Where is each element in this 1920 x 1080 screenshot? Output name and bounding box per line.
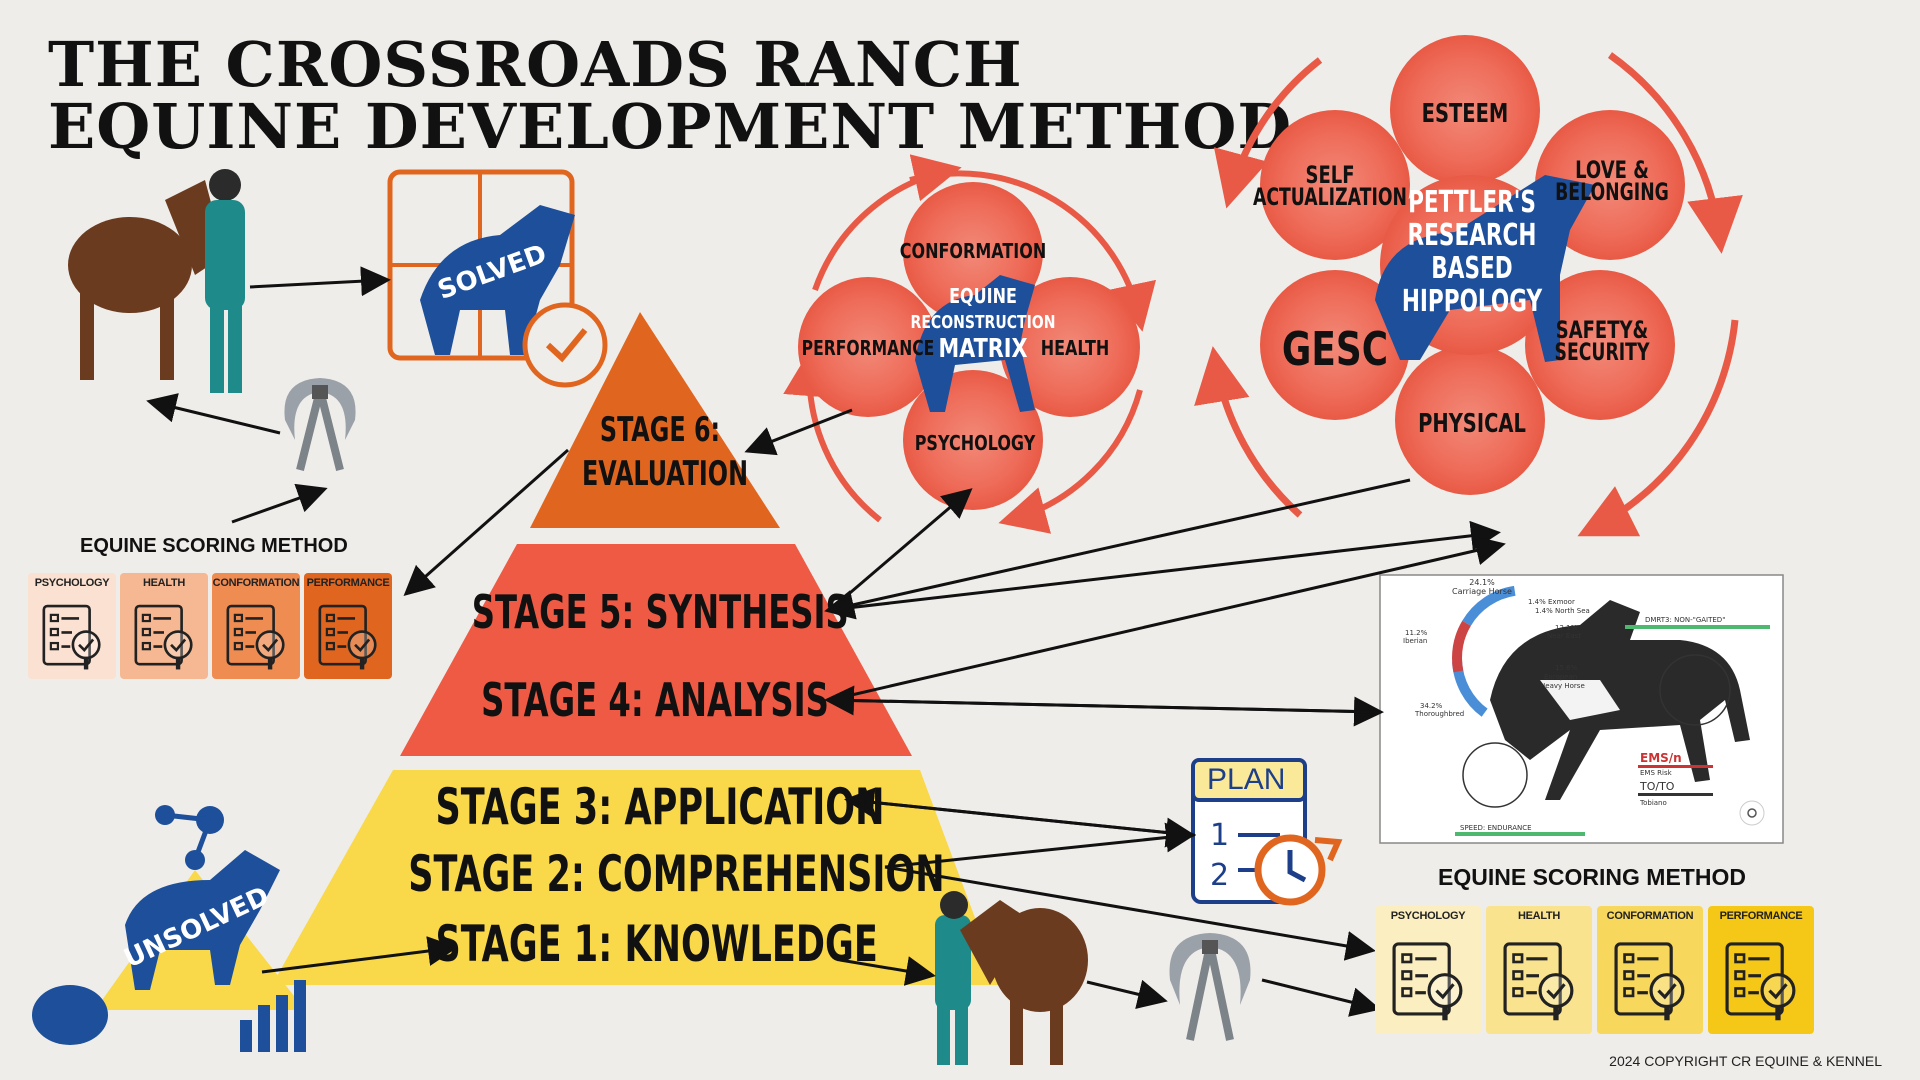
scoring-card-conformation: CONFORMATION	[212, 573, 300, 679]
stage-6-line-1: STAGE 6:	[582, 408, 738, 452]
scoring-card-performance: PERFORMANCE	[1708, 906, 1814, 1034]
checklist-magnifier-icon	[1708, 926, 1814, 1034]
scoring-card-label: PERFORMANCE	[304, 577, 392, 589]
hippology-right-line-2: SECURITY	[1555, 338, 1651, 366]
scoring-method-title-left: EQUINE SCORING METHOD	[80, 535, 348, 558]
scoring-card-psychology: PSYCHOLOGY	[1375, 906, 1481, 1034]
hippology-center-line-1: PETTLER'S	[1408, 186, 1536, 220]
hippology-flower: ESTEEM SELF ACTUALIZATION LOVE & BELONGI…	[1215, 35, 1735, 530]
dna-north-sea: 1.4% North Sea	[1535, 607, 1590, 615]
checklist-magnifier-icon	[1486, 926, 1592, 1034]
scoring-card-label: HEALTH	[1486, 910, 1592, 922]
dna-toto: TO/TO	[1639, 780, 1675, 793]
copyright-text: 2024 COPYRIGHT CR EQUINE & KENNEL	[1609, 1053, 1882, 1069]
scoring-card-psychology: PSYCHOLOGY	[28, 573, 116, 679]
horseshoe-tool-icon-bottom	[1170, 933, 1251, 1040]
dna-exmoor: 1.4% Exmoor	[1528, 598, 1575, 606]
scoring-card-health: HEALTH	[120, 573, 208, 679]
checklist-magnifier-icon	[1597, 926, 1703, 1034]
dna-tb: Thoroughbred	[1414, 710, 1464, 718]
matrix-top-label: CONFORMATION	[900, 240, 1047, 263]
scoring-card-label: CONFORMATION	[1597, 910, 1703, 922]
scoring-card-label: HEALTH	[120, 577, 208, 589]
dna-euro-2: Heavy Horse	[1540, 682, 1585, 690]
matrix-center-line-1: EQUINE	[949, 285, 1017, 308]
hippology-left-label: GESC	[1282, 323, 1388, 377]
checklist-magnifier-icon	[212, 593, 300, 679]
plan-label: PLAN	[1207, 763, 1285, 797]
stage-1-label: STAGE 1: KNOWLEDGE	[436, 915, 865, 973]
dna-ems-sub: EMS Risk	[1640, 769, 1673, 777]
dna-toto-sub: Tobiano	[1639, 799, 1667, 807]
dna-near-east-pct: 12.1%	[1555, 624, 1578, 632]
matrix-bottom-label: PSYCHOLOGY	[915, 432, 1036, 455]
horse-with-handler-icon-bottom	[935, 891, 1088, 1065]
matrix-center-line-2: RECONSTRUCTION	[911, 311, 1056, 332]
stage-6-line-2: EVALUATION	[582, 452, 738, 496]
scoring-card-label: CONFORMATION	[212, 577, 300, 589]
horse-with-handler-icon-top	[68, 169, 245, 393]
dna-report-panel: 24.1% Carriage Horse 1.4% Exmoor 1.4% No…	[1380, 575, 1783, 843]
dna-top-pct: 24.1%	[1469, 578, 1495, 587]
stage-3-label: STAGE 3: APPLICATION	[436, 778, 865, 836]
hippology-top-label: ESTEEM	[1422, 99, 1509, 128]
scoring-method-title-right: EQUINE SCORING METHOD	[1438, 864, 1746, 891]
horseshoe-tool-icon-top	[284, 378, 355, 470]
stage-4-label: STAGE 4: ANALYSIS	[472, 673, 839, 727]
checklist-magnifier-icon	[120, 593, 208, 679]
scoring-card-health: HEALTH	[1486, 906, 1592, 1034]
checklist-magnifier-icon	[304, 593, 392, 679]
dna-top-label: Carriage Horse	[1452, 587, 1512, 596]
checklist-magnifier-icon	[1375, 926, 1481, 1034]
dna-near-east: Near East	[1547, 632, 1581, 640]
dna-euro: European	[1544, 673, 1577, 681]
matrix-left-label: PERFORMANCE	[802, 337, 935, 360]
matrix-center-line-3: MATRIX	[938, 333, 1027, 364]
dna-iberian: Iberian	[1403, 637, 1427, 645]
scoring-card-label: PSYCHOLOGY	[1375, 910, 1481, 922]
scoring-card-label: PERFORMANCE	[1708, 910, 1814, 922]
stage-6-label: STAGE 6: EVALUATION	[582, 408, 738, 496]
puzzle-solved-icon: SOLVED	[390, 172, 605, 385]
checklist-magnifier-icon	[28, 593, 116, 679]
dna-ems: EMS/n	[1640, 751, 1682, 765]
hippology-top-left-line-2: ACTUALIZATION	[1253, 183, 1407, 211]
plan-item-1: 1	[1210, 818, 1229, 853]
hippology-center-line-3: BASED	[1431, 252, 1512, 286]
dna-speed: SPEED: ENDURANCE	[1460, 824, 1532, 832]
dna-iberian-pct: 11.2%	[1405, 629, 1428, 637]
dna-euro-pct: 15.6%	[1555, 664, 1578, 672]
hippology-bottom-label: PHYSICAL	[1418, 409, 1526, 438]
dna-dmrt3: DMRT3: NON-"GAITED"	[1645, 616, 1725, 624]
reconstruction-matrix: CONFORMATION PERFORMANCE HEALTH PSYCHOLO…	[798, 170, 1140, 520]
scoring-card-performance: PERFORMANCE	[304, 573, 392, 679]
plan-item-2: 2	[1210, 858, 1229, 893]
hippology-center-line-4: HIPPOLOGY	[1402, 285, 1543, 319]
stage-5-label: STAGE 5: SYNTHESIS	[472, 585, 839, 639]
hippology-top-right-line-2: BELONGING	[1555, 178, 1669, 206]
dna-tb-pct: 34.2%	[1420, 702, 1443, 710]
unsolved-icon: UNSOLVED	[32, 805, 306, 1052]
matrix-right-label: HEALTH	[1041, 337, 1110, 360]
scoring-card-label: PSYCHOLOGY	[28, 577, 116, 589]
scoring-card-conformation: CONFORMATION	[1597, 906, 1703, 1034]
stage-2-label: STAGE 2: COMPREHENSION	[408, 845, 892, 903]
hippology-center-line-2: RESEARCH	[1408, 219, 1537, 253]
